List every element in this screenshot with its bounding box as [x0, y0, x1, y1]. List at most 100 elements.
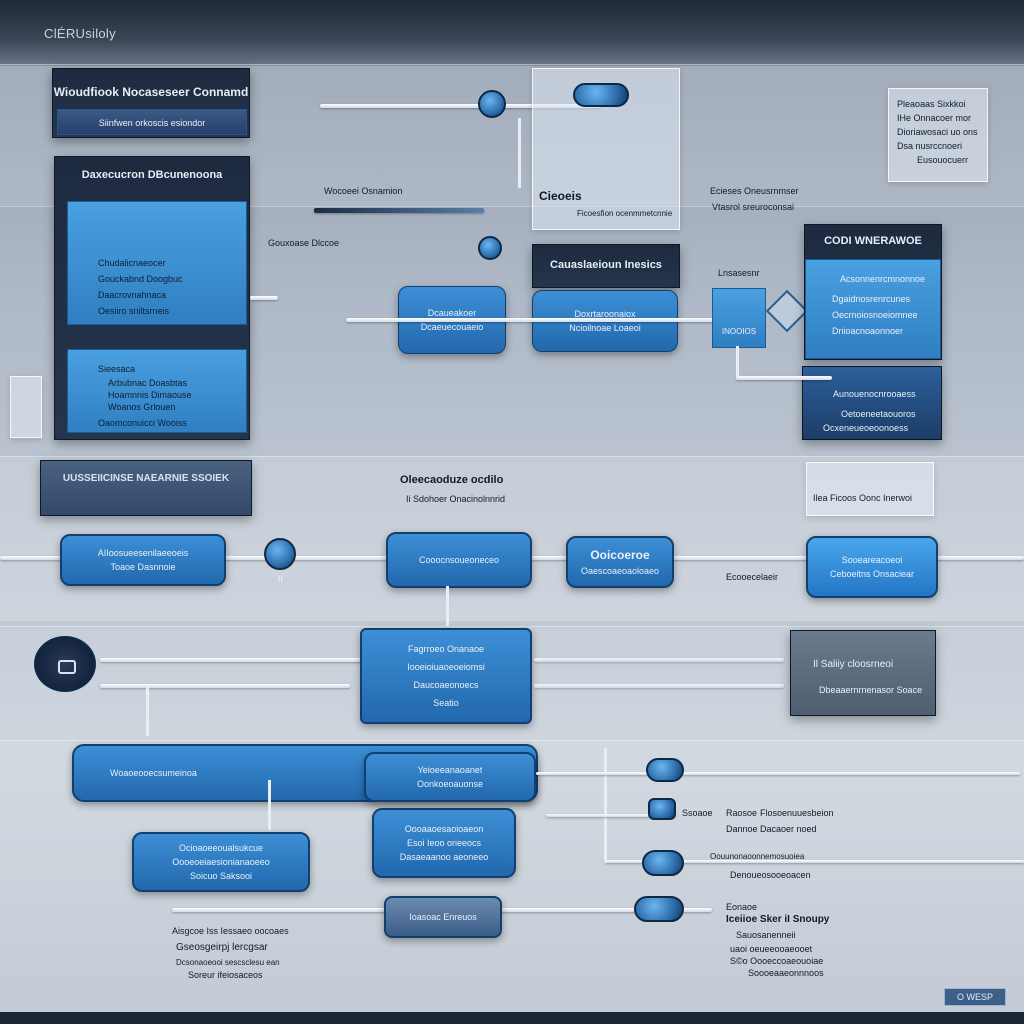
pill-top-mid-a-label: Dcaueakoer	[427, 308, 477, 318]
footer-right-1: Eonaoe	[726, 902, 758, 912]
right-glass-2: IHe Onnacoer mor	[897, 113, 972, 123]
pill-mid-4-top: Sooeareacoeoi	[841, 555, 903, 565]
left-row2-3: Hoamnnis Dimaouse	[108, 390, 192, 400]
rb-node-1[interactable]	[646, 758, 684, 782]
left-panel-main[interactable]: Daxecucron DBcunenoona Chudalicnaeocer G…	[54, 156, 250, 440]
right-card-row-1: Acsonnenrcmnonnoe	[840, 274, 926, 284]
footer-note-4: Soreur ifeiosaceos	[188, 970, 263, 980]
pill-mid-2-top: Cooocnsoueoneceo	[418, 555, 500, 565]
left-pill-label: Ocioaoeeoualsukcue	[178, 843, 264, 853]
rb-text-2: Raosoe	[726, 808, 758, 818]
connector-rb-1	[536, 772, 1020, 775]
connector-right	[736, 376, 832, 380]
mid-pill-b-label: Oooaaoesaoioaeon	[404, 824, 484, 834]
connector-bottom-v	[268, 780, 271, 830]
pill-mid-3-top: Ooicoeroe	[590, 548, 650, 562]
mid-pill-a[interactable]: Yeioeeanaoanet Oonkoeoauonse	[364, 752, 536, 802]
right-glass-3: Dioriawosaci uo ons	[897, 127, 978, 137]
connector-node-mid[interactable]	[478, 236, 502, 260]
right-bottom-title: Aunouenocnrooaess	[833, 389, 916, 399]
right-bottom-row-2: Ocxeneueoeoonoess	[823, 423, 909, 433]
left-panel-sub: Siinfwen orkoscis esiondor	[98, 118, 206, 128]
connector-lower-2	[100, 684, 350, 688]
center-block-row-3: Daucoaeonoecs	[413, 680, 479, 690]
right-top-glass[interactable]: Pleaoaas Sixkkoi IHe Onnacoer mor Dioria…	[888, 88, 988, 182]
connector-rb-2	[546, 814, 676, 817]
bottom-node[interactable]	[634, 896, 684, 922]
top-mid-dark-card[interactable]: Cauaslaeioun Inesics	[532, 244, 680, 288]
pill-mid-1-top: AIIoosueesenilaeeoeis	[97, 548, 189, 558]
footer-right-3: Sauosanenneii	[736, 930, 796, 940]
logo-text: O WESP	[956, 992, 993, 1002]
left-panel-footer: Oaomconuicci Wooiss	[98, 418, 187, 428]
pill-top-mid-b-sub: Ncioilnoae Loaeoi	[569, 323, 641, 333]
footer-note-3: Dcsonaoeooi sescsclesu ean	[176, 958, 280, 967]
mid-left-banner-text: UUSSEIICINSE NAEARNIE SSOIEK	[62, 473, 230, 484]
footer-right-6: Soooeaaeonnnoos	[748, 968, 824, 978]
center-block-row-2: Iooeioiuaoeoeiomsi	[407, 662, 485, 672]
top-mid-card[interactable]: Cieoeis Ficoesfion ocenmmetcnnie	[532, 68, 680, 230]
right-badge[interactable]: INOOIOS	[712, 288, 766, 348]
top-mid-dark-title: Cauaslaeioun Inesics	[550, 259, 662, 271]
center-block-row-1: Fagrroeo Onanaoe	[407, 644, 485, 654]
left-row2-4: Woanos Grlouen	[108, 402, 176, 412]
wide-pill-label: Woaoeooecsumeinoa	[110, 768, 197, 778]
left-panel-block-a: Chudalicnaeocer Gouckabnd Doogbuc Daacro…	[67, 201, 247, 325]
left-panel-section-title: Daxecucron DBcunenoona	[81, 169, 223, 181]
center-block-row-4: Seatio	[433, 698, 459, 708]
bottom-pill[interactable]: Ioasoac Enreuos	[384, 896, 502, 938]
right-card-row-4: Dnioacnoaonnoer	[832, 326, 904, 336]
footer-right-2: Iceiioe Sker iI Snoupy	[726, 914, 830, 925]
top-mid-label-b: Gouxoase Dlccoe	[268, 238, 340, 248]
right-glass-5: Eusouocuerr	[917, 155, 969, 165]
center-block[interactable]: Fagrroeo Onanaoe Iooeioiuaoeoeiomsi Dauc…	[360, 628, 532, 724]
mid-pill-a-label: Yeioeeanaoanet	[417, 765, 483, 775]
top-mid-card-sub: Ficoesfion ocenmmetcnnie	[577, 209, 673, 218]
pill-mid-3[interactable]: Ooicoeroe Oaescoaeoaoloaeo	[566, 536, 674, 588]
left-panel-subbar: Siinfwen orkoscis esiondor	[57, 109, 247, 135]
mid-right-glass[interactable]: Ilea Ficoos Oonc Inerwoi	[806, 462, 934, 516]
left-panel-title: Wioudfiook Nocaseseer Connamd	[53, 85, 249, 99]
right-badge-label: INOOIOS	[721, 327, 757, 336]
right-glass-4: Dsa nusrccnoeri	[897, 141, 963, 151]
rb-node-2[interactable]	[648, 798, 676, 820]
connector-mid-long	[346, 318, 716, 322]
pill-top-mid-b-label: Doxrtaroonaiox	[574, 309, 636, 319]
connector-top-1	[320, 104, 600, 108]
pill-mid-4-bottom: Ceboeitns Onsaciear	[829, 569, 915, 579]
connector-left-stub	[250, 296, 278, 300]
mid-node[interactable]	[264, 538, 296, 570]
mid-left-banner[interactable]: UUSSEIICINSE NAEARNIE SSOIEK	[40, 460, 252, 516]
rb-text-3: Flosoenuuesbeion	[760, 808, 834, 818]
connector-right-v	[736, 346, 739, 378]
lower-right-sub: Dbeaaernrnenasor Soace	[819, 685, 923, 695]
left-pill[interactable]: Ocioaoeeoualsukcue Oooeoeiaesionianaoeeo…	[132, 832, 310, 892]
right-label-b: Vtasrol sreuroconsai	[712, 202, 795, 212]
left-panel-header[interactable]: Wioudfiook Nocaseseer Connamd Siinfwen o…	[52, 68, 250, 138]
right-panel-card[interactable]: CODI WNERAWOE Acsonnenrcmnonnoe Dgaidnos…	[804, 224, 942, 360]
connector-lower-1	[100, 658, 530, 662]
right-glass-1: Pleaoaas Sixkkoi	[897, 99, 966, 109]
connector-node-top[interactable]	[478, 90, 506, 118]
left-row-3: Daacrovnahnaca	[98, 290, 167, 300]
left-pill-sub: Oooeoeiaesionianaoeeo	[172, 857, 270, 867]
pill-mid-3-bottom: Oaescoaeoaoloaeo	[580, 566, 660, 576]
pill-top-mid-a-sub: Dcaeuecouaeio	[420, 322, 484, 332]
top-mid-label-a: Wocoeei Osnamion	[324, 186, 403, 196]
left-panel-block-b: Sieesaca Arbubnac Doasbtas Hoamnnis Dima…	[67, 349, 247, 433]
app-title: ClÉRUsiloly	[44, 26, 116, 41]
pill-mid-1[interactable]: AIIoosueesenilaeeoeis Toaoe Dasnnoie	[60, 534, 226, 586]
lock-icon[interactable]	[34, 636, 96, 692]
footer-right-5: S©o Oooeccoaeouoiae	[730, 956, 824, 966]
mid-pill-b[interactable]: Oooaaoesaoioaeon Esoi Ieoo orieeocs Dasa…	[372, 808, 516, 878]
left-pill-sub2: Soicuo Saksooi	[189, 871, 253, 881]
rb-node-3[interactable]	[642, 850, 684, 876]
footer-note-2: Gseosgeirpj lercgsar	[176, 942, 268, 953]
right-card-title: CODI WNERAWOE	[824, 235, 922, 247]
left-row-2: Gouckabnd Doogbuc	[98, 274, 183, 284]
pill-mid-2[interactable]: Cooocnsoueoneceo	[386, 532, 532, 588]
right-label-a: Ecieses Oneusrnmser	[710, 186, 799, 196]
mid-right-glass-text: Ilea Ficoos Oonc Inerwoi	[813, 493, 913, 503]
lower-right-card[interactable]: Il Saliiy cloosrneoi Dbeaaernrnenasor So…	[790, 630, 936, 716]
pill-mid-4[interactable]: Sooeareacoeoi Ceboeitns Onsaciear	[806, 536, 938, 598]
